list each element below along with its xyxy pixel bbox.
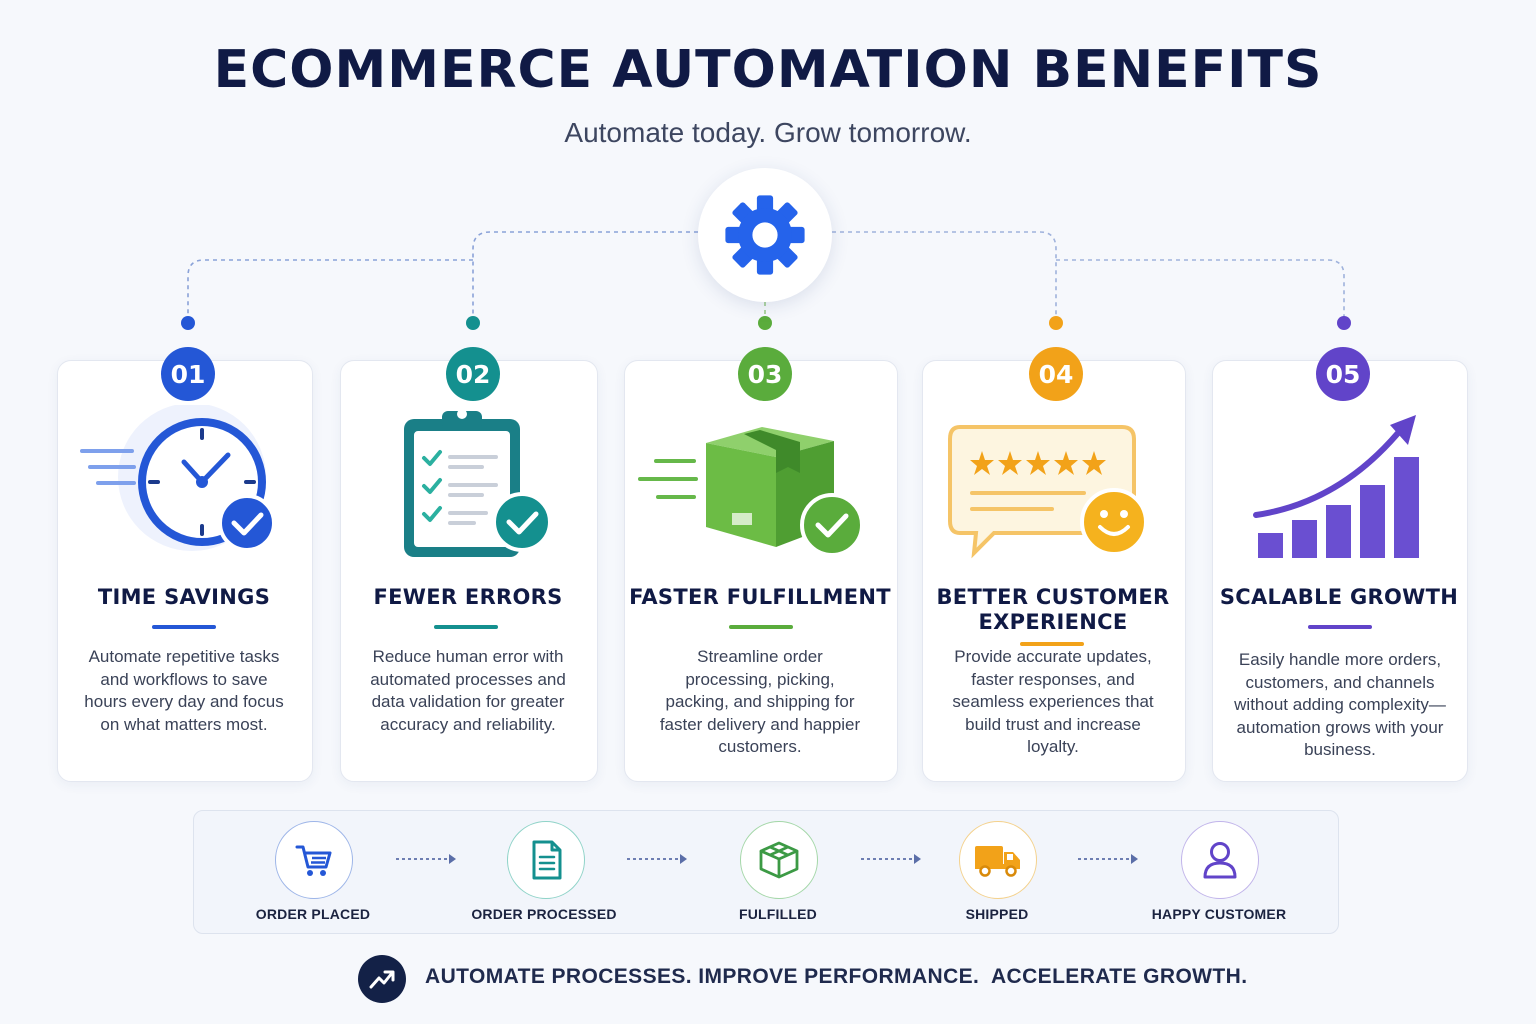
benefit-underline bbox=[434, 625, 498, 629]
benefit-card-scalable-growth bbox=[1212, 360, 1468, 782]
flow-arrow bbox=[1078, 854, 1138, 864]
footer-tagline: AUTOMATE PROCESSES. IMPROVE PERFORMANCE.… bbox=[425, 965, 1248, 988]
flow-step-happy-customer bbox=[1181, 821, 1259, 899]
flow-step-label: ORDER PLACED bbox=[255, 906, 371, 922]
connector-dot-4 bbox=[1049, 316, 1063, 330]
benefit-title: SCALABLE GROWTH bbox=[1219, 585, 1459, 609]
benefit-underline bbox=[152, 625, 216, 629]
flow-step-order-placed bbox=[275, 821, 353, 899]
benefit-description: Reduce human error with automated proces… bbox=[370, 647, 566, 734]
package-check-icon bbox=[638, 427, 864, 557]
benefit-description: Streamline order processing, picking, pa… bbox=[659, 647, 861, 756]
benefit-number-badge: 01 bbox=[161, 347, 215, 401]
footer-badge bbox=[358, 955, 406, 1003]
box-icon bbox=[759, 841, 799, 879]
benefit-description: Easily handle more orders, customers, an… bbox=[1234, 650, 1446, 759]
cart-icon bbox=[295, 845, 332, 876]
hub-connectors bbox=[181, 231, 1351, 330]
review-smiley-icon bbox=[948, 425, 1148, 559]
benefit-number-badge: 02 bbox=[446, 347, 500, 401]
flow-step-label: FULFILLED bbox=[738, 906, 817, 922]
connector-dot-3 bbox=[758, 316, 772, 330]
flow-step-label: ORDER PROCESSED bbox=[471, 906, 617, 922]
benefit-underline bbox=[1308, 625, 1372, 629]
growth-chart-icon bbox=[1253, 415, 1419, 558]
connector-dot-2 bbox=[466, 316, 480, 330]
page-title: ECOMMERCE AUTOMATION BENEFITS bbox=[213, 40, 1323, 100]
benefit-title: BETTER CUSTOMER EXPERIENCE bbox=[936, 585, 1170, 634]
flow-step-order-processed bbox=[507, 821, 585, 899]
page-subtitle: Automate today. Grow tomorrow. bbox=[564, 117, 972, 148]
truck-icon bbox=[975, 846, 1020, 877]
user-icon bbox=[1203, 842, 1237, 879]
flow-step-label: HAPPY CUSTOMER bbox=[1151, 906, 1287, 922]
benefit-description: Provide accurate updates, faster respons… bbox=[952, 647, 1154, 756]
benefit-title: FASTER FULFILLMENT bbox=[629, 585, 891, 609]
hub-gear bbox=[698, 168, 832, 302]
benefit-description: Automate repetitive tasks and workflows … bbox=[84, 647, 284, 734]
flow-step-shipped bbox=[959, 821, 1037, 899]
trend-up-icon bbox=[369, 970, 395, 989]
flow-arrow bbox=[861, 854, 921, 864]
clock-check-icon bbox=[80, 405, 276, 552]
flow-step-label: SHIPPED bbox=[965, 906, 1029, 922]
benefit-underline bbox=[1020, 642, 1084, 646]
clipboard-check-icon bbox=[404, 409, 552, 557]
connector-dot-1 bbox=[181, 316, 195, 330]
benefit-title: TIME SAVINGS bbox=[97, 585, 271, 609]
benefit-underline bbox=[729, 625, 793, 629]
benefit-number-badge: 05 bbox=[1316, 347, 1370, 401]
document-icon bbox=[532, 840, 562, 880]
flow-step-fulfilled bbox=[740, 821, 818, 899]
flow-arrow bbox=[627, 854, 687, 864]
benefit-number-badge: 03 bbox=[738, 347, 792, 401]
connector-dot-5 bbox=[1337, 316, 1351, 330]
gear-icon bbox=[725, 195, 805, 275]
benefit-number-badge: 04 bbox=[1029, 347, 1083, 401]
benefit-title: FEWER ERRORS bbox=[373, 585, 563, 609]
flow-arrow bbox=[396, 854, 456, 864]
